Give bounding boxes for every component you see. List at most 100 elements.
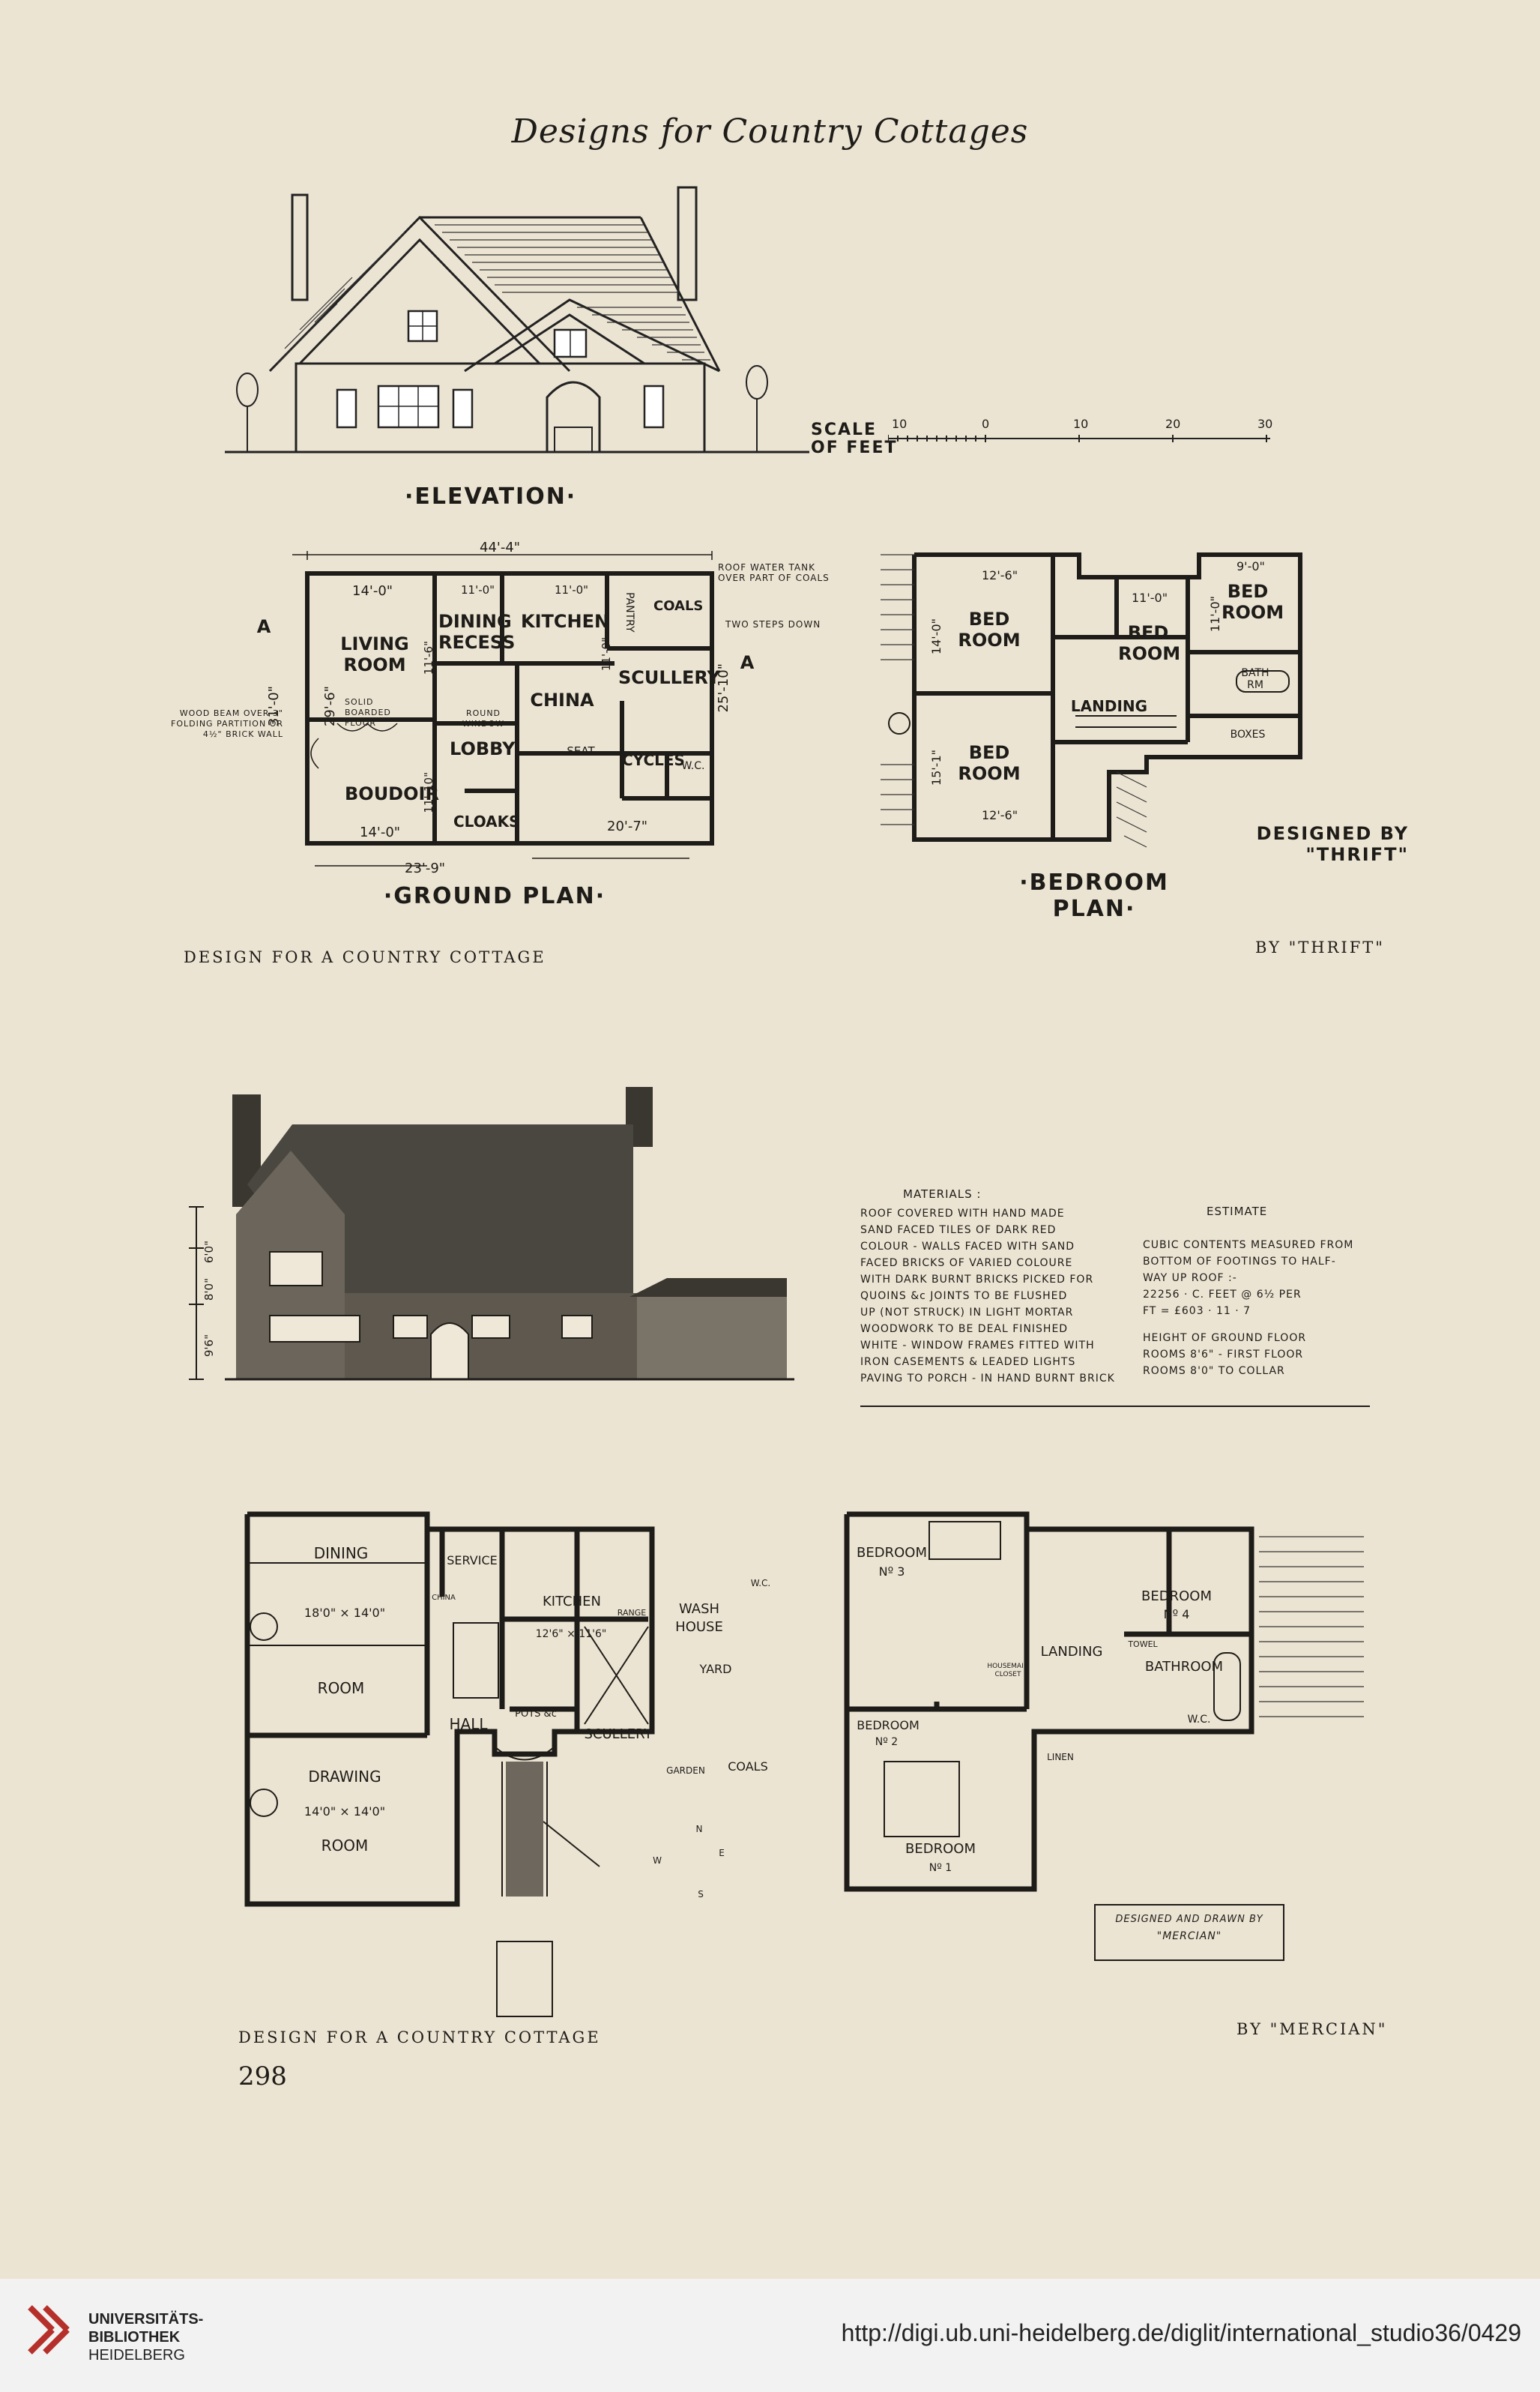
ground-dim-depth-inner: 29'-6" — [322, 686, 338, 727]
estimate-line — [1143, 1319, 1368, 1330]
estimate-line: CUBIC CONTENTS MEASURED FROM — [1143, 1239, 1354, 1251]
source-url-link[interactable]: http://digi.ub.uni-heidelberg.de/diglit/… — [841, 2319, 1521, 2346]
materials-heading: MATERIALS : — [903, 1187, 982, 1201]
caption-right-mercian: BY "MERCIAN" — [1236, 2020, 1388, 2038]
scale-tick-10: 10 — [1073, 417, 1089, 431]
designed-by-thrift: DESIGNED BY "THRIFT" — [1256, 823, 1409, 865]
materials-line: COLOUR - WALLS FACED WITH SAND — [860, 1241, 1075, 1253]
bedroom-plan-bed-2: BED ROOM — [1118, 622, 1181, 664]
mercian-room-kitchen: KITCHEN — [543, 1594, 601, 1609]
bedroom-dim-bed3-w: 12'-6" — [982, 808, 1018, 822]
mercian-housemaid-closet: HOUSEMAID CLOSET — [987, 1663, 1029, 1678]
mercian-room-coals: COALS — [728, 1759, 768, 1774]
ground-dim-dining-depth: 11'-6" — [422, 641, 435, 675]
mercian-room-scullery: SCULLERY — [584, 1726, 653, 1742]
bedroom-plan-landing: LANDING — [1070, 697, 1148, 715]
ground-dim-right-width: 20'-7" — [607, 819, 648, 834]
library-name-line2: BIBLIOTHEK — [88, 2329, 181, 2346]
room-scullery: SCULLERY — [618, 667, 720, 688]
room-dining-recess: DINING RECESS — [438, 611, 516, 653]
mercian-room-yard: YARD — [699, 1662, 732, 1676]
ground-dim-dining-width: 11'-0" — [461, 583, 495, 597]
ground-dim-kitchen-width: 11'-0" — [555, 583, 589, 597]
ground-plan-label: ·GROUND PLAN· — [383, 883, 606, 909]
mercian-room-wash-house: WASH HOUSE — [675, 1601, 723, 1635]
mercian-bedroom-3: BEDROOM — [857, 1545, 927, 1561]
mercian-designer-line1: DESIGNED AND DRAWN BY — [1115, 1914, 1263, 1925]
mercian-landing: LANDING — [1040, 1644, 1103, 1660]
mercian-room-range: RANGE — [617, 1608, 647, 1618]
estimate-heading: ESTIMATE — [1207, 1205, 1268, 1218]
bedroom-plan-boxes: BOXES — [1230, 729, 1266, 741]
mercian-designer-box: DESIGNED AND DRAWN BY "MERCIAN" — [1094, 1904, 1284, 1961]
mercian-bedroom-1-no: Nº 1 — [928, 1862, 952, 1874]
materials-line: FACED BRICKS OF VARIED COLOURE — [860, 1257, 1073, 1269]
room-wc: W.C. — [681, 760, 705, 772]
mercian-linen: LINEN — [1047, 1752, 1074, 1762]
mercian-room-garden: GARDEN — [666, 1765, 705, 1776]
compass-s: S — [698, 1889, 704, 1900]
ground-dim-overall: 44'-4" — [480, 540, 521, 555]
section-mark-left: A — [256, 616, 271, 637]
materials-block: ROOF COVERED WITH HAND MADE SAND FACED T… — [860, 1205, 1115, 1387]
mercian-bedroom-2: BEDROOM — [857, 1718, 920, 1732]
room-pantry: PANTRY — [623, 592, 635, 633]
bedroom-plan-bath: BATH RM — [1241, 667, 1269, 691]
thrift-bedroom-plan-drawing — [881, 552, 1302, 848]
note-wood-beam: WOOD BEAM OVER 3" FOLDING PARTITION OR 4… — [171, 708, 283, 739]
materials-line: SAND FACED TILES OF DARK RED — [860, 1224, 1057, 1236]
mercian-bedroom-plan-drawing — [844, 1511, 1364, 1892]
ground-dim-kitchen-depth: 11'-0" — [600, 637, 613, 672]
bedroom-plan-bed-3: BED ROOM — [958, 742, 1021, 784]
elev-dim-2: 8'0" — [202, 1278, 216, 1301]
materials-line: QUOINS &c JOINTS TO BE FLUSHED — [860, 1290, 1068, 1302]
estimate-block: CUBIC CONTENTS MEASURED FROM BOTTOM OF F… — [1143, 1237, 1368, 1379]
materials-line: UP (NOT STRUCK) IN LIGHT MORTAR — [860, 1307, 1074, 1319]
scale-label-line2: OF FEET — [811, 439, 898, 457]
mercian-room-china: CHINA — [432, 1594, 456, 1602]
bedroom-plan-bed-1: BED ROOM — [958, 609, 1021, 651]
thrift-ground-plan-drawing — [292, 551, 714, 867]
mercian-dining-dim: 18'0" × 14'0" — [304, 1606, 386, 1620]
ground-dim-living-width: 14'-0" — [352, 583, 393, 599]
bedroom-dim-bed1-w: 12'-6" — [982, 568, 1018, 582]
mercian-bed-wc: W.C. — [1187, 1714, 1211, 1726]
scale-label: SCALE OF FEET — [811, 421, 897, 457]
room-cycles: CYCLES — [622, 751, 685, 769]
caption-left-thrift: DESIGN FOR A COUNTRY COTTAGE — [184, 948, 546, 966]
bedroom-dim-bed3-d: 15'-1" — [929, 750, 943, 786]
mercian-elevation-drawing — [189, 1087, 794, 1381]
mercian-ground-plan-drawing — [244, 1511, 655, 2017]
mercian-room-wc: W.C. — [750, 1578, 771, 1588]
bedroom-dim-bed1-d: 14'-0" — [929, 618, 943, 655]
room-coals: COALS — [653, 598, 704, 614]
estimate-line: ROOMS 8'0" TO COLLAR — [1143, 1365, 1285, 1377]
scale-tick-10-left: 10 — [892, 417, 908, 431]
page-number: 298 — [238, 2061, 287, 2091]
mercian-bedroom-4: BEDROOM — [1141, 1588, 1212, 1604]
note-two-steps: TWO STEPS DOWN — [725, 619, 821, 630]
thrift-elevation-drawing — [225, 186, 809, 454]
estimate-line: FT = £603 · 11 · 7 — [1143, 1305, 1251, 1317]
mercian-kitchen-dim: 12'6" × 11'6" — [535, 1628, 607, 1640]
elev-dim-1: 6'0" — [202, 1241, 216, 1264]
note-round-window: ROUND WINDOW — [462, 708, 505, 729]
section-mark-right: A — [740, 652, 755, 673]
bedroom-plan-label: ·BEDROOM PLAN· — [1019, 870, 1169, 922]
estimate-line: HEIGHT OF GROUND FLOOR — [1143, 1332, 1307, 1344]
mercian-room-dining-room: ROOM — [317, 1679, 365, 1697]
bedroom-dim-bed2-w: 11'-0" — [1132, 591, 1168, 605]
digitization-footer: UNIVERSITÄTS- BIBLIOTHEK HEIDELBERG http… — [0, 2279, 1540, 2392]
materials-line: WITH DARK BURNT BRICKS PICKED FOR — [860, 1274, 1094, 1286]
running-title: Designs for Country Cottages — [511, 112, 1029, 151]
materials-line: IRON CASEMENTS & LEADED LIGHTS — [860, 1356, 1076, 1368]
library-name-line1: UNIVERSITÄTS- — [88, 2311, 204, 2328]
compass-w: W — [653, 1855, 662, 1866]
mercian-drawing-dim: 14'0" × 14'0" — [304, 1804, 386, 1819]
room-boudoir: BOUDOIR — [345, 783, 439, 804]
materials-line: PAVING TO PORCH - IN HAND BURNT BRICK — [860, 1373, 1115, 1385]
room-kitchen: KITCHEN — [521, 611, 610, 632]
materials-line: ROOF COVERED WITH HAND MADE — [860, 1208, 1065, 1220]
mercian-designer-line2: "MERCIAN" — [1156, 1930, 1222, 1942]
ground-dim-boudoir-width: 14'-0" — [360, 825, 401, 840]
